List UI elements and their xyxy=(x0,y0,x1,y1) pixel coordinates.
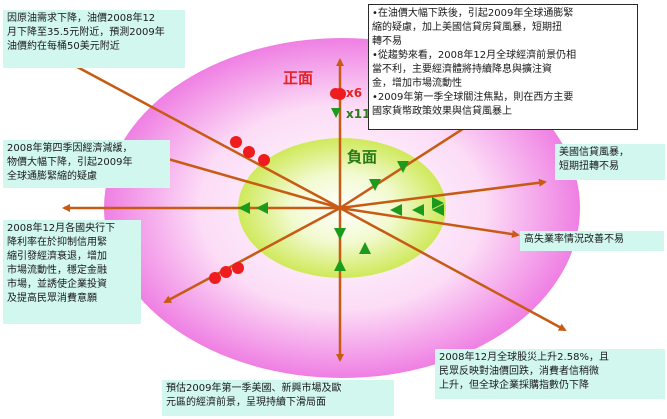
negative-marker-1 xyxy=(238,202,250,214)
negative-marker-5 xyxy=(359,242,371,254)
negative-marker-6 xyxy=(369,179,381,191)
positive-marker-1 xyxy=(230,136,242,148)
axis-stock-rally xyxy=(339,206,567,332)
positive-zone-label: 正面 xyxy=(283,69,314,87)
note-us-credit: 美國信貸風暴， 短期扭轉不易 xyxy=(555,144,665,180)
positive-marker-2 xyxy=(243,146,255,158)
negative-marker-11 xyxy=(432,197,444,209)
negative-marker-9 xyxy=(412,204,424,216)
negative-zone-label: 負面 xyxy=(347,148,378,166)
negative-marker-3 xyxy=(334,228,346,240)
legend-positive-marker xyxy=(330,88,341,99)
axis-unemployment xyxy=(339,206,520,239)
positive-marker-5 xyxy=(220,266,232,278)
summary-box: •在油價大幅下跌後，引起2009年全球通膨緊 縮的疑慮，加上美國信貸房貸風暴，短… xyxy=(368,4,638,130)
legend-negative-marker xyxy=(331,108,341,118)
note-q4-demand: 2008年第四季因經濟減緩， 物價大幅下降，引起2009年 全球通膨緊縮的疑慮 xyxy=(3,140,170,188)
axis-central-banks xyxy=(163,206,341,304)
negative-marker-8 xyxy=(390,204,402,216)
note-central-banks: 2008年12月各國央行下 降利率在於抑制信用緊 縮引發經濟衰退，增加 市場流動… xyxy=(3,220,141,324)
note-stock-rally: 2008年12月全球股災上升2.58%，且 民眾反映對油價回跌，消費者信稍微 上… xyxy=(435,349,665,399)
negative-marker-2 xyxy=(256,202,268,214)
note-oil-price: 因原油需求下降，油價2008年12 月下降至35.5元附近，預測2009年 油價… xyxy=(3,10,185,68)
negative-marker-4 xyxy=(334,259,346,271)
axis-us-credit-low xyxy=(339,178,547,210)
legend-negative-count: x11 xyxy=(346,107,371,121)
note-outlook-2009: 預估2009年第一季美國、新興市場及歐 元區的經濟前景，呈現持續下滑局面 xyxy=(162,380,394,416)
negative-marker-10 xyxy=(432,204,444,216)
positive-marker-6 xyxy=(232,262,244,274)
note-unemployment: 高失業率情況改善不易 xyxy=(520,231,664,251)
positive-marker-4 xyxy=(209,272,221,284)
negative-marker-7 xyxy=(397,161,409,173)
legend-positive-count: x6 xyxy=(346,86,363,100)
axis-oil-price xyxy=(38,45,341,210)
positive-marker-3 xyxy=(258,154,270,166)
